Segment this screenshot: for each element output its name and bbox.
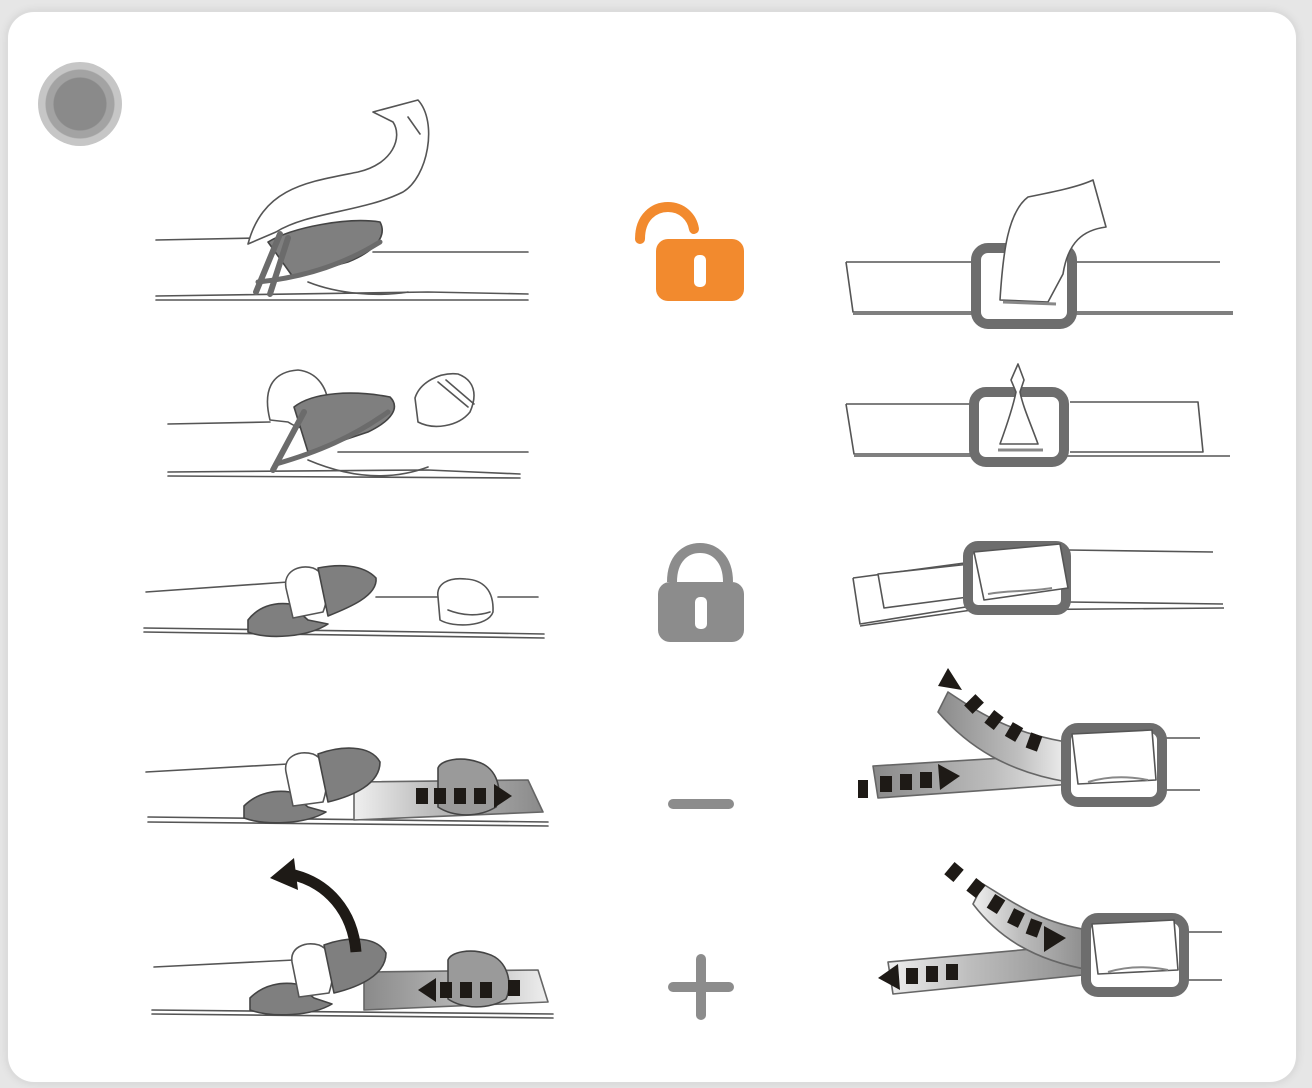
- step-2-side-view: [168, 370, 528, 478]
- buckle-instruction-diagram: [8, 12, 1296, 1082]
- step-2-top-view: [846, 364, 1230, 462]
- step-4-side-view: [146, 748, 548, 826]
- plus-icon: [668, 954, 734, 1020]
- lock-icon: [658, 548, 744, 642]
- minus-icon: [668, 799, 734, 809]
- step-1-top-view: [846, 180, 1233, 324]
- step-1-side-view: [156, 100, 528, 300]
- unlock-icon: [640, 207, 744, 301]
- step-3-top-view: [853, 544, 1224, 626]
- lift-lever-arrow-icon: [270, 858, 356, 952]
- instruction-card: [8, 12, 1296, 1082]
- step-3-side-view: [144, 566, 544, 638]
